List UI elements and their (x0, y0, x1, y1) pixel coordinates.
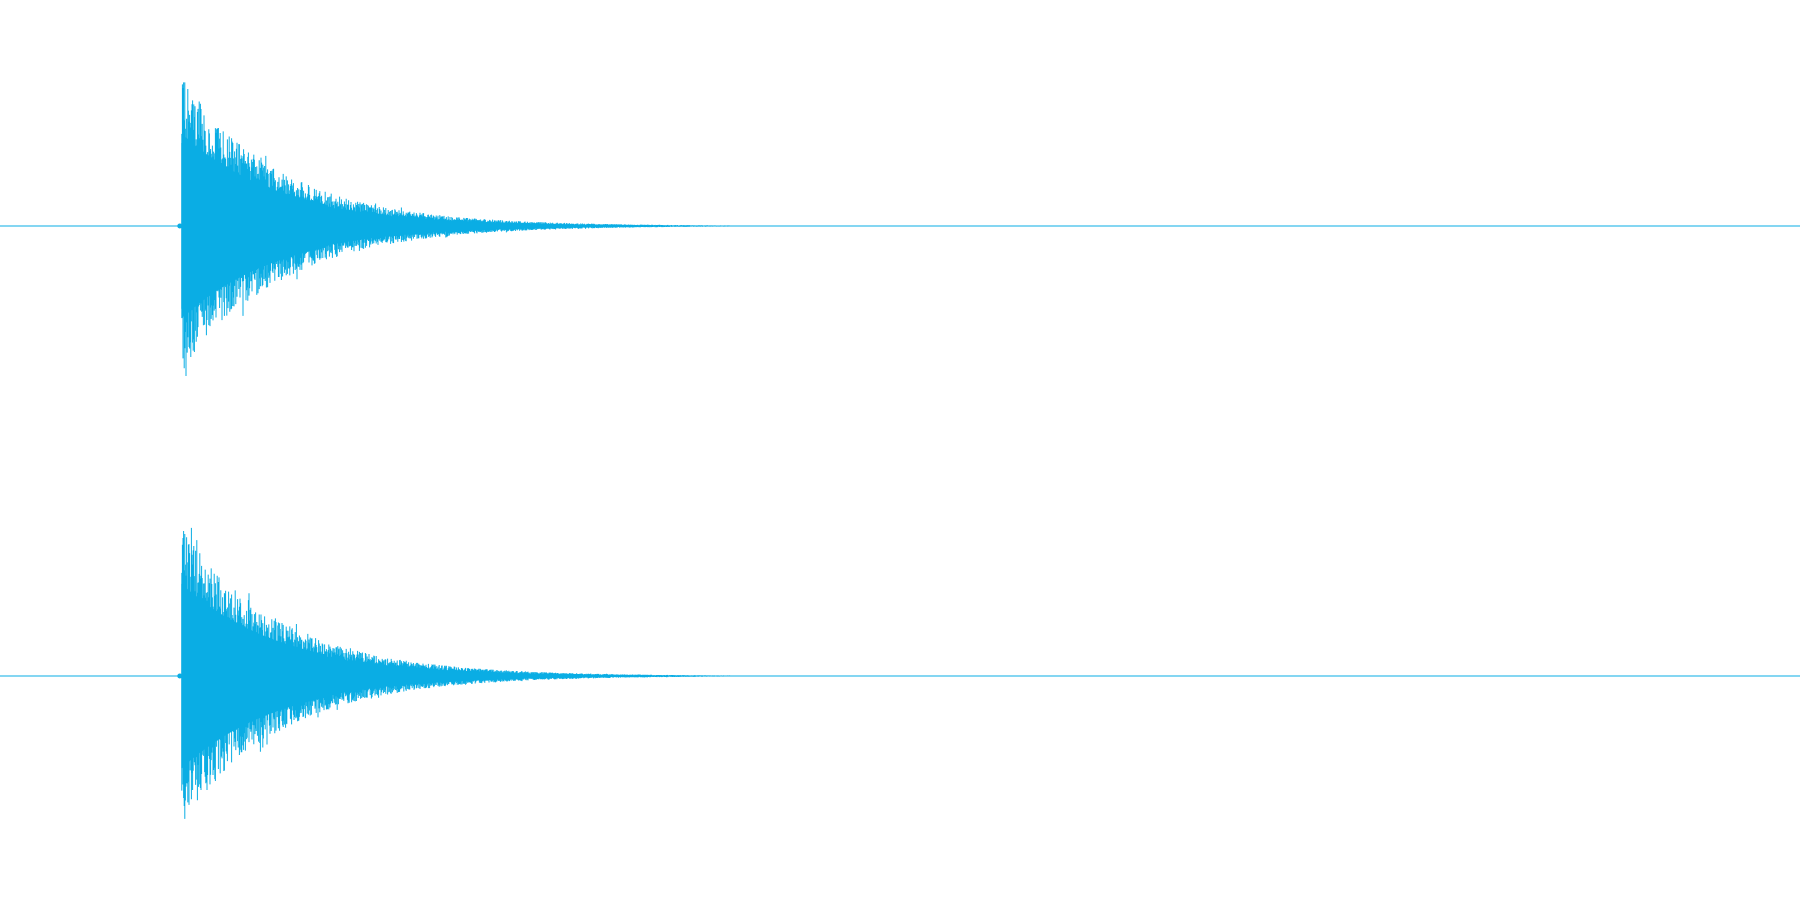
channel-2-onset-marker (177, 673, 183, 679)
channel-1-onset-marker (177, 223, 183, 229)
channel-2-waveform-core (181, 583, 327, 769)
waveform-channel-1 (0, 82, 1800, 376)
channel-1-waveform-core (181, 133, 327, 319)
waveform-channel-2 (0, 527, 1800, 819)
